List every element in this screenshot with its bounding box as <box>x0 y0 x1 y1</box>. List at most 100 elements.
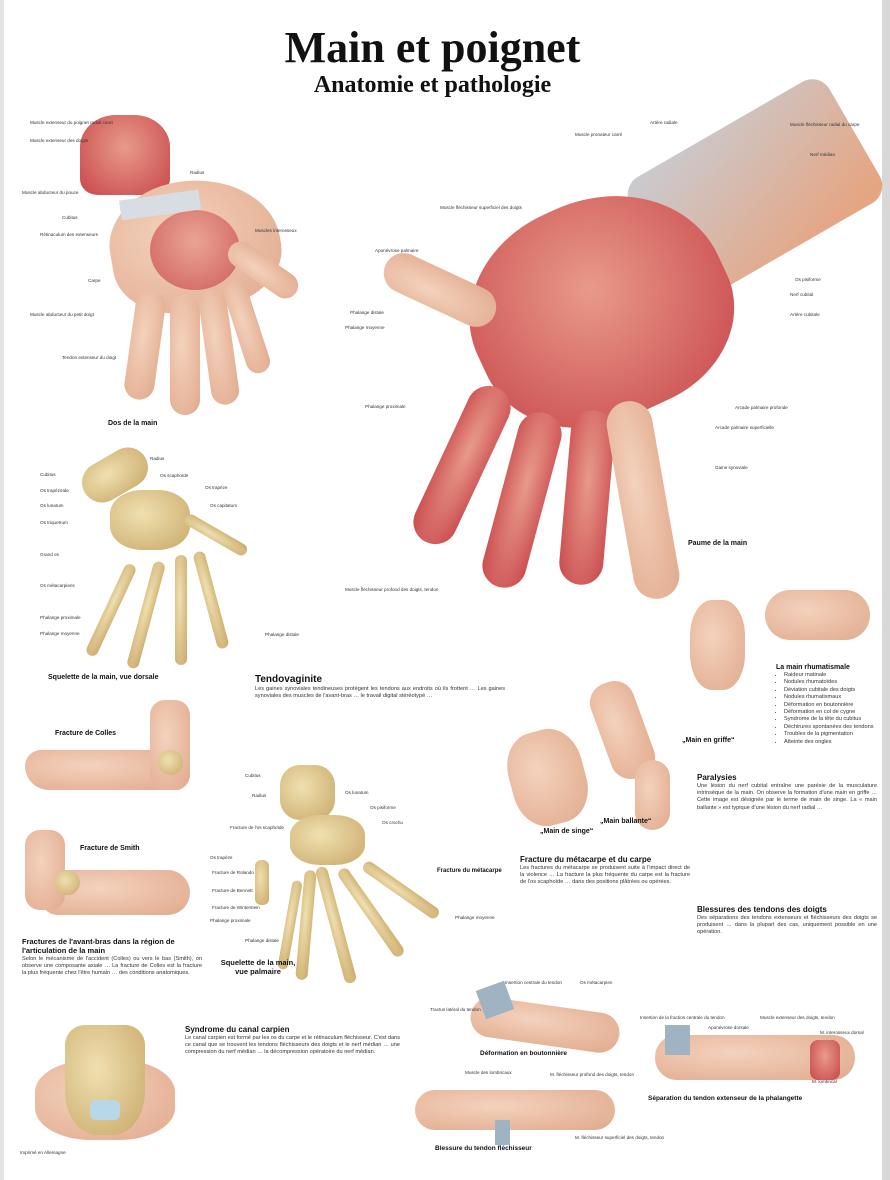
label: Phalange proximale <box>365 404 406 409</box>
section-title: Paralysies <box>697 773 737 782</box>
label: Muscle extenseur des doigts <box>30 138 89 143</box>
caption-line: Squelette de la main, <box>220 958 296 967</box>
boutonniere-caption: Déformation en boutonnière <box>480 1050 568 1057</box>
rhumatismale-section: La main rhumatismale Raideur matinale No… <box>776 664 881 746</box>
label: Muscle pronateur carré <box>575 132 623 137</box>
list-item: Atteinte des ongles <box>784 739 881 746</box>
skeleton-palmar-caption: Squelette de la main, vue palmaire <box>213 958 303 976</box>
label: Os trapézoïde <box>40 488 69 493</box>
list-item: Syndrome de la tête du cubitus <box>784 716 881 723</box>
label: Os scaphoïde <box>160 473 189 478</box>
list-item: Nodules rhumatoïdes <box>784 679 881 686</box>
label: Carpe <box>88 278 101 283</box>
label: Muscle extenseur des doigts, tendon <box>760 1015 835 1020</box>
colles-caption: Fracture de Colles <box>55 730 117 737</box>
symptom-list: Raideur matinale Nodules rhumatoïdes Dév… <box>776 672 881 746</box>
printed-in-footer: Imprimé en Allemagne <box>20 1150 66 1155</box>
label: Os trapèze <box>205 485 228 490</box>
label: Nerf médian <box>810 152 836 157</box>
label: Fracture de Rolando <box>212 870 254 875</box>
label: Grand os <box>40 552 59 557</box>
avant-bras-section: Fractures de l'avant-bras dans la région… <box>22 937 202 978</box>
main-de-singe-caption: „Main de singe“ <box>540 828 594 835</box>
label: Aponévrose palmaire <box>375 248 419 253</box>
palm-caption: Paume de la main <box>688 540 748 547</box>
label: Fracture de l'os scaphoïde <box>230 825 284 830</box>
label: M. interosseux dorsal <box>820 1030 864 1035</box>
section-body: Les fractures du métacarpe se produisent… <box>520 865 690 886</box>
section-body: Une lésion du nerf cubital entraîne une … <box>697 783 877 811</box>
section-title: La main rhumatismale <box>776 664 850 671</box>
section-title: Fracture du métacarpe et du carpe <box>520 855 652 864</box>
label: Phalange distale <box>245 938 279 943</box>
label: Arcade palmaire superficielle <box>715 425 774 430</box>
list-item: Raideur matinale <box>784 672 881 679</box>
label: Radius <box>150 456 165 461</box>
label: Radius <box>190 170 205 175</box>
label: Rétinaculum des extenseurs <box>40 232 98 237</box>
label: Cubitus <box>62 215 78 220</box>
section-body: Des séparations des tendons extenseurs e… <box>697 915 877 936</box>
label: Phalange proximale <box>40 615 81 620</box>
flechisseur-caption: Blessure du tendon fléchisseur <box>435 1145 532 1152</box>
poster-subtitle: Anatomie et pathologie <box>313 72 552 98</box>
label: Os métacarpien <box>580 980 613 985</box>
label: Muscle extenseur du poignet radial court <box>30 120 113 125</box>
metacarpe-section: Fracture du métacarpe et du carpe Les fr… <box>520 855 690 887</box>
section-body: Selon le mécanisme de l'accident (Colles… <box>22 956 202 977</box>
label: Muscle abducteur du pouce <box>22 190 79 195</box>
label: Muscle fléchisseur radial du carpe <box>790 122 860 127</box>
separation-caption: Séparation du tendon extenseur de la pha… <box>648 1095 803 1102</box>
label: Phalange moyenne <box>40 631 80 636</box>
label: Radius <box>252 793 267 798</box>
caption-line: vue palmaire <box>235 967 281 976</box>
label: Artère cubitale <box>790 312 820 317</box>
label: Os pisiforme <box>795 277 821 282</box>
label: Insertion de la fraction centrale du ten… <box>640 1015 725 1020</box>
section-title: Syndrome du canal carpien <box>185 1025 290 1034</box>
label: Muscle des lombricaux <box>465 1070 512 1075</box>
label: Nerf cubital <box>790 292 814 297</box>
label: Os métacarpiens <box>40 583 75 588</box>
list-item: Déformation en col de cygne <box>784 709 881 716</box>
label: Os trapèze <box>210 855 233 860</box>
label: Os lunatum <box>40 503 64 508</box>
label: M. fléchisseur superficiel des doigts, t… <box>575 1135 665 1140</box>
skeleton-dorsal-caption: Squelette de la main, vue dorsale <box>48 674 159 681</box>
section-title: Blessures des tendons des doigts <box>697 905 827 914</box>
section-body: Les gaines synoviales tendineuses protèg… <box>255 686 505 700</box>
poster-right-edge <box>882 0 890 1180</box>
label: M. lombrical <box>812 1079 837 1084</box>
label: Tractus latéral du tendon <box>430 1007 481 1012</box>
list-item: Troubles de la pigmentation <box>784 731 881 738</box>
label: Artère radiale <box>650 120 678 125</box>
list-item: Nodules rhumatismaux <box>784 694 881 701</box>
label: Muscle fléchisseur superficiel des doigt… <box>440 205 522 210</box>
section-title: Fractures de l'avant-bras dans la région… <box>22 937 175 955</box>
main-ballante-caption: „Main ballante“ <box>600 818 652 825</box>
label: Cubitus <box>40 472 56 477</box>
label: Muscles interosseux <box>255 228 297 233</box>
label: Fracture de Winterstein <box>212 905 260 910</box>
section-title: Tendovaginite <box>255 674 323 685</box>
label: Os crochu <box>382 820 403 825</box>
tendons-section: Blessures des tendons des doigts Des sép… <box>697 905 877 937</box>
label: Fracture du métacarpe <box>437 868 502 874</box>
label: Insertion centrale du tendon <box>505 980 562 985</box>
label: Os capitatum <box>210 503 238 508</box>
label: Phalange moyenne <box>455 915 495 920</box>
canal-carpien-section: Syndrome du canal carpien Le canal carpi… <box>185 1025 400 1057</box>
label: Phalange moyenne <box>345 325 385 330</box>
label: Fracture de Bennett <box>212 888 253 893</box>
label: Muscle fléchisseur profond des doigts, t… <box>345 587 439 592</box>
poster-title: Main et poignet <box>284 23 581 72</box>
label: Os pisiforme <box>370 805 396 810</box>
label: Os lunatum <box>345 790 369 795</box>
poster-left-edge <box>0 0 4 1180</box>
label: Cubitus <box>245 773 261 778</box>
list-item: Déviation cubitale des doigts <box>784 687 881 694</box>
label: Tendon extenseur du doigt <box>62 355 117 360</box>
paralysies-section: Paralysies Une lésion du nerf cubital en… <box>697 773 877 812</box>
main-en-griffe-caption: „Main en griffe“ <box>682 737 735 744</box>
label: Aponévrose dorsale <box>708 1025 749 1030</box>
